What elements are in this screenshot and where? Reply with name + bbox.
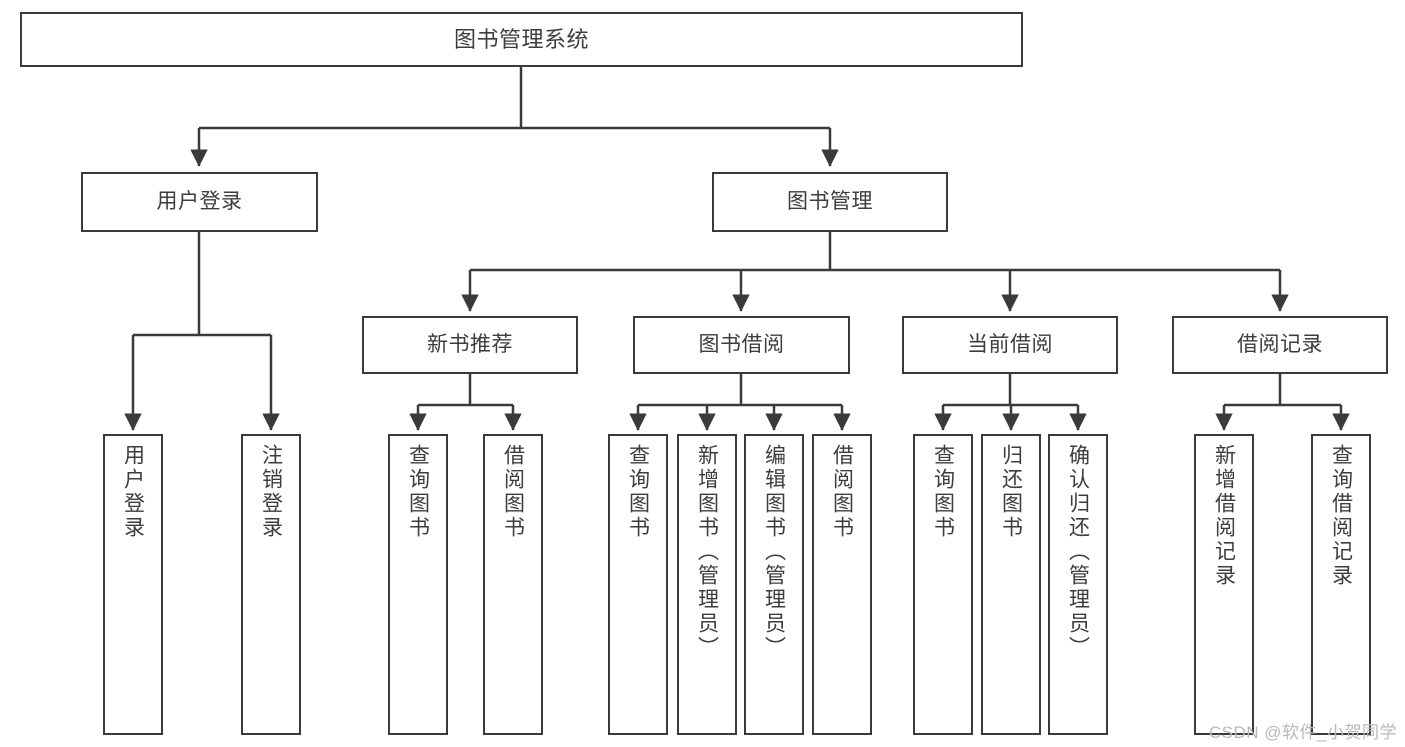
node-label: 注销登录: [259, 444, 283, 540]
node-new-book-recommend[interactable]: 新书推荐: [362, 316, 578, 374]
node-label: 新增借阅记录: [1212, 444, 1236, 588]
node-leaf-user-login[interactable]: 用户登录: [103, 434, 163, 735]
node-leaf-add-book-admin[interactable]: 新增图书（管理员）: [677, 434, 737, 735]
node-label: 新增图书（管理员）: [695, 444, 719, 660]
node-leaf-edit-book-admin[interactable]: 编辑图书（管理员）: [744, 434, 804, 735]
node-leaf-query-book-recommend[interactable]: 查询图书: [388, 434, 448, 735]
node-label: 归还图书: [999, 444, 1023, 540]
node-label: 确认归还（管理员）: [1066, 444, 1090, 660]
node-label: 借阅记录: [1237, 332, 1323, 356]
node-leaf-query-borrow-record[interactable]: 查询借阅记录: [1311, 434, 1371, 735]
node-label: 借阅图书: [501, 444, 525, 540]
node-label: 用户登录: [121, 444, 145, 540]
node-current-borrow[interactable]: 当前借阅: [902, 316, 1118, 374]
node-label: 用户登录: [156, 189, 243, 213]
watermark-text: CSDN @软件_小贺同学: [1208, 723, 1397, 742]
node-label: 查询图书: [626, 444, 650, 540]
node-leaf-query-book-current[interactable]: 查询图书: [913, 434, 973, 735]
node-leaf-borrow-book-recommend[interactable]: 借阅图书: [483, 434, 543, 735]
node-leaf-logout[interactable]: 注销登录: [241, 434, 301, 735]
node-label: 查询图书: [406, 444, 430, 540]
node-user-login[interactable]: 用户登录: [81, 172, 318, 232]
node-label: 查询借阅记录: [1329, 444, 1353, 588]
node-leaf-confirm-return-admin[interactable]: 确认归还（管理员）: [1048, 434, 1108, 735]
node-label: 当前借阅: [967, 332, 1053, 356]
node-label: 查询图书: [931, 444, 955, 540]
node-label: 借阅图书: [830, 444, 854, 540]
node-leaf-borrow-book[interactable]: 借阅图书: [812, 434, 872, 735]
node-label: 图书管理系统: [453, 26, 589, 52]
node-label: 图书管理: [787, 189, 873, 213]
node-book-borrow[interactable]: 图书借阅: [633, 316, 850, 374]
node-label: 图书借阅: [698, 332, 785, 356]
node-leaf-return-book[interactable]: 归还图书: [981, 434, 1041, 735]
node-root-system[interactable]: 图书管理系统: [20, 12, 1023, 67]
node-label: 新书推荐: [427, 332, 513, 356]
node-book-manage[interactable]: 图书管理: [712, 172, 948, 232]
node-borrow-record[interactable]: 借阅记录: [1172, 316, 1388, 374]
node-label: 编辑图书（管理员）: [762, 444, 786, 660]
node-leaf-query-book-borrow[interactable]: 查询图书: [608, 434, 668, 735]
node-leaf-add-borrow-record[interactable]: 新增借阅记录: [1194, 434, 1254, 735]
